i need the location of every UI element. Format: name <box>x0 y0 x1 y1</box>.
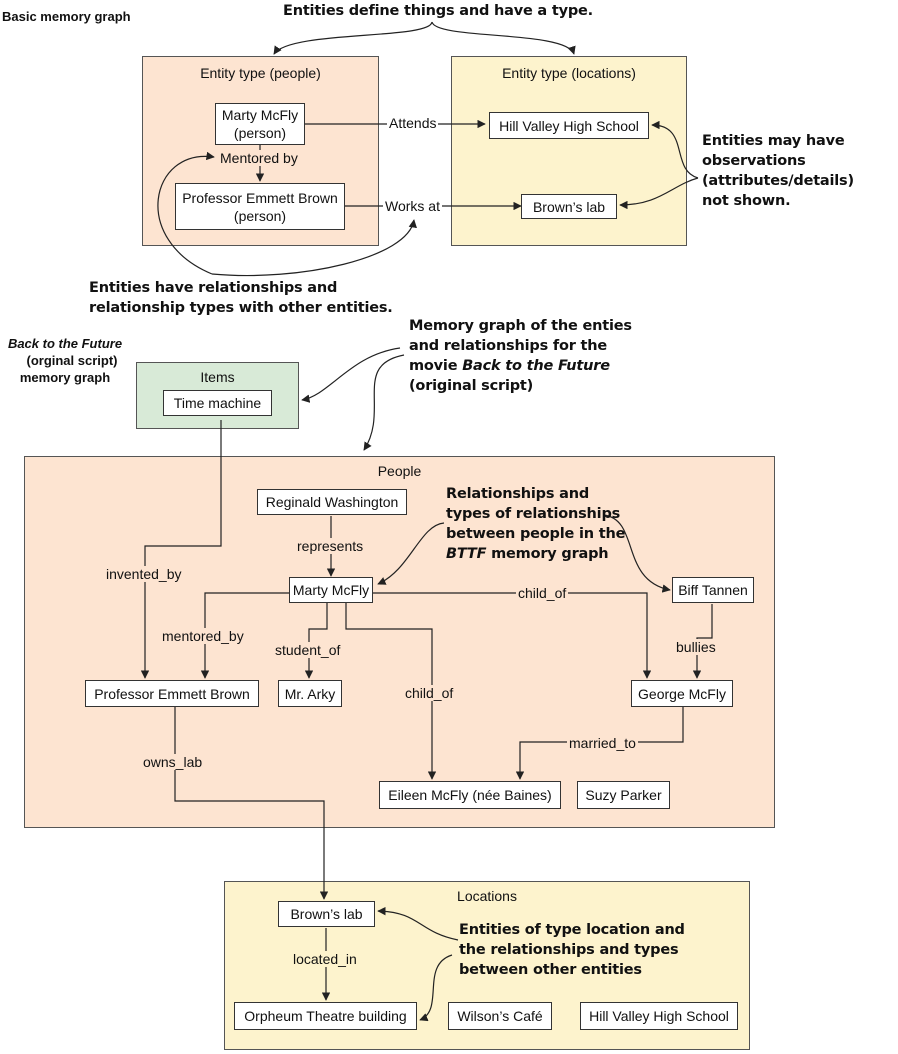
note-memory-graph: Memory graph of the enties and relations… <box>409 316 632 396</box>
note-memory-graph-line3-pre: movie <box>409 358 463 374</box>
lab-location-node: Brown’s lab <box>521 194 617 219</box>
note-memory-graph-line4: (original script) <box>409 378 534 394</box>
note-location-rel-line3: between other entities <box>459 962 642 978</box>
note-observations-line1: Entities may have <box>702 133 845 149</box>
time-machine-node: Time machine <box>163 390 272 416</box>
suzy-node: Suzy Parker <box>577 781 670 809</box>
orpheum-node: Orpheum Theatre building <box>234 1002 417 1030</box>
note-people-rel-line4: BTTF memory graph <box>446 544 625 564</box>
george-node: George McFly <box>631 680 733 707</box>
note-arrow-items <box>301 347 401 403</box>
note-people-rel-line4-em: BTTF <box>446 546 487 562</box>
marty-person-node: Marty McFly (person) <box>215 103 305 145</box>
note-memory-graph-line3: movie Back to the Future <box>409 356 632 376</box>
bttf-graph-title: Back to the Future (orginal script) memo… <box>0 335 130 386</box>
doc-person-name: Professor Emmett Brown <box>182 189 338 206</box>
marty-person-type: (person) <box>233 125 287 141</box>
eileen-node: Eileen McFly (née Baines) <box>379 781 561 809</box>
child-of-eileen-label: child_of <box>403 685 456 701</box>
note-location-relationships: Entities of type location and the relati… <box>459 920 685 980</box>
doc-node: Professor Emmett Brown <box>85 680 259 707</box>
items-title: Items <box>200 369 235 385</box>
note-observations: Entities may have observations (attribut… <box>702 131 854 211</box>
note-location-rel-line1: Entities of type location and <box>459 922 685 938</box>
note-memory-graph-line1: Memory graph of the enties <box>409 318 632 334</box>
bttf-title-line3: memory graph <box>19 370 111 385</box>
biff-node: Biff Tannen <box>672 577 754 603</box>
note-observations-line4: not shown. <box>702 193 791 209</box>
child-of-george-label: child_of <box>516 585 569 601</box>
married-to-label: married_to <box>567 735 638 751</box>
school-node: Hill Valley High School <box>580 1002 738 1030</box>
bullies-label: bullies <box>674 639 718 655</box>
marty-node: Marty McFly <box>289 577 373 603</box>
note-relationships-line1: Entities have relationships and <box>89 280 338 296</box>
marty-person-name: Marty McFly <box>221 107 299 123</box>
basic-graph-title: Basic memory graph <box>2 9 131 24</box>
note-arrow-people <box>273 21 433 55</box>
works-at-label: Works at <box>383 198 442 214</box>
bttf-title-line1: Back to the Future <box>7 336 123 351</box>
school-location-node: Hill Valley High School <box>489 112 649 139</box>
wilsons-node: Wilson’s Café <box>448 1002 552 1030</box>
invented-by-label: invented_by <box>104 566 184 582</box>
attends-label: Attends <box>387 115 439 131</box>
arky-node: Mr. Arky <box>278 680 342 707</box>
note-observations-line2: observations <box>702 153 806 169</box>
mentored-by-label-bttf: mentored_by <box>160 628 246 644</box>
locations-title: Locations <box>457 888 517 904</box>
note-people-rel-line2: types of relationships <box>446 506 621 522</box>
doc-person-node: Professor Emmett Brown (person) <box>175 183 345 230</box>
note-people-rel-line4-post: memory graph <box>486 546 609 562</box>
student-of-label: student_of <box>273 642 343 658</box>
note-people-rel-line3: between people in the <box>446 526 626 542</box>
note-relationships: Entities have relationships and relation… <box>89 278 393 318</box>
located-in-label: located_in <box>291 951 359 967</box>
reginald-node: Reginald Washington <box>257 489 407 515</box>
brownslab-node: Brown’s lab <box>278 901 375 927</box>
note-people-rel-line1: Relationships and <box>446 486 590 502</box>
people-type-title: Entity type (people) <box>200 65 321 81</box>
note-location-rel-line2: the relationships and types <box>459 942 679 958</box>
owns-lab-label: owns_lab <box>141 754 205 770</box>
note-arrow-locations <box>431 21 576 55</box>
mentored-by-label: Mentored by <box>218 150 300 166</box>
people-title: People <box>377 463 422 479</box>
note-observations-line3: (attributes/details) <box>702 173 854 189</box>
note-people-relationships: Relationships and types of relationships… <box>446 484 625 564</box>
bttf-title-line2: (orginal script) <box>26 353 118 368</box>
locations-type-title: Entity type (locations) <box>502 65 636 81</box>
note-memory-graph-line2: and relationships for the <box>409 338 608 354</box>
note-define-types: Entities define things and have a type. <box>283 3 593 19</box>
represents-label: represents <box>295 538 366 554</box>
note-arrow-people-group <box>363 354 405 451</box>
note-relationships-line2: relationship types with other entities. <box>89 300 393 316</box>
note-memory-graph-line3-em: Back to the Future <box>462 358 610 374</box>
doc-person-type: (person) <box>233 207 287 224</box>
